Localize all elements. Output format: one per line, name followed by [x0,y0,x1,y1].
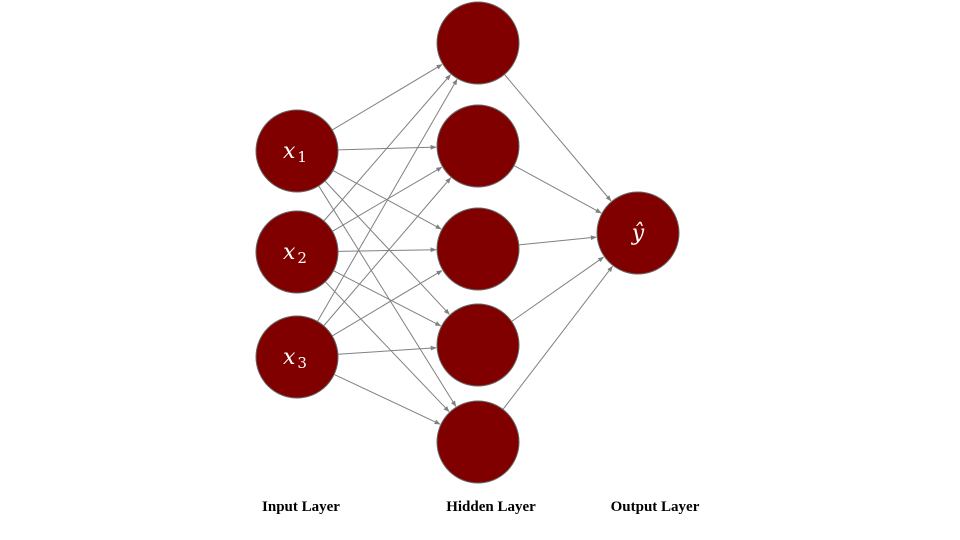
node-circle-x3 [255,315,339,399]
edge-h2-yhat [513,165,602,214]
edge-x1-h5 [318,185,457,407]
input-layer-label: Input Layer [262,499,340,515]
node-circle-h3 [436,207,520,291]
output-layer-label: Output Layer [610,499,700,515]
edge-x2-h2 [332,166,443,232]
edge-x2-h5 [324,281,450,413]
node-circle-h1 [436,1,520,85]
hidden-layer-label: Hidden Layer [446,499,536,515]
edge-x2-h4 [333,270,442,327]
edge-x2-h1 [323,74,451,222]
node-circle-x2 [255,210,339,294]
node-circle-h4 [436,303,520,387]
edges-group [317,64,613,425]
edge-x3-h2 [323,177,452,327]
edge-x1-h4 [324,180,450,315]
edge-h1-yhat [504,74,612,202]
node-h4 [436,303,520,387]
node-h2 [436,104,520,188]
node-circle-h5 [436,400,520,484]
node-h5 [436,400,520,484]
node-label-yhat: ŷ [631,221,645,246]
edge-x3-h1 [317,78,458,322]
edge-x3-h4 [337,345,437,355]
node-h1 [436,1,520,85]
edge-x2-h3 [337,247,437,253]
node-circle-x1 [255,109,339,193]
edge-h5-yhat [502,265,613,410]
edge-h4-yhat [511,256,605,322]
edge-x1-h1 [331,64,443,131]
edge-x3-h5 [333,373,441,425]
edge-x3-h3 [331,270,443,337]
node-yhat: ŷ [596,191,680,275]
edge-h3-yhat [518,235,597,246]
node-circle-yhat [596,191,680,275]
node-h3 [436,207,520,291]
node-circle-h2 [436,104,520,188]
